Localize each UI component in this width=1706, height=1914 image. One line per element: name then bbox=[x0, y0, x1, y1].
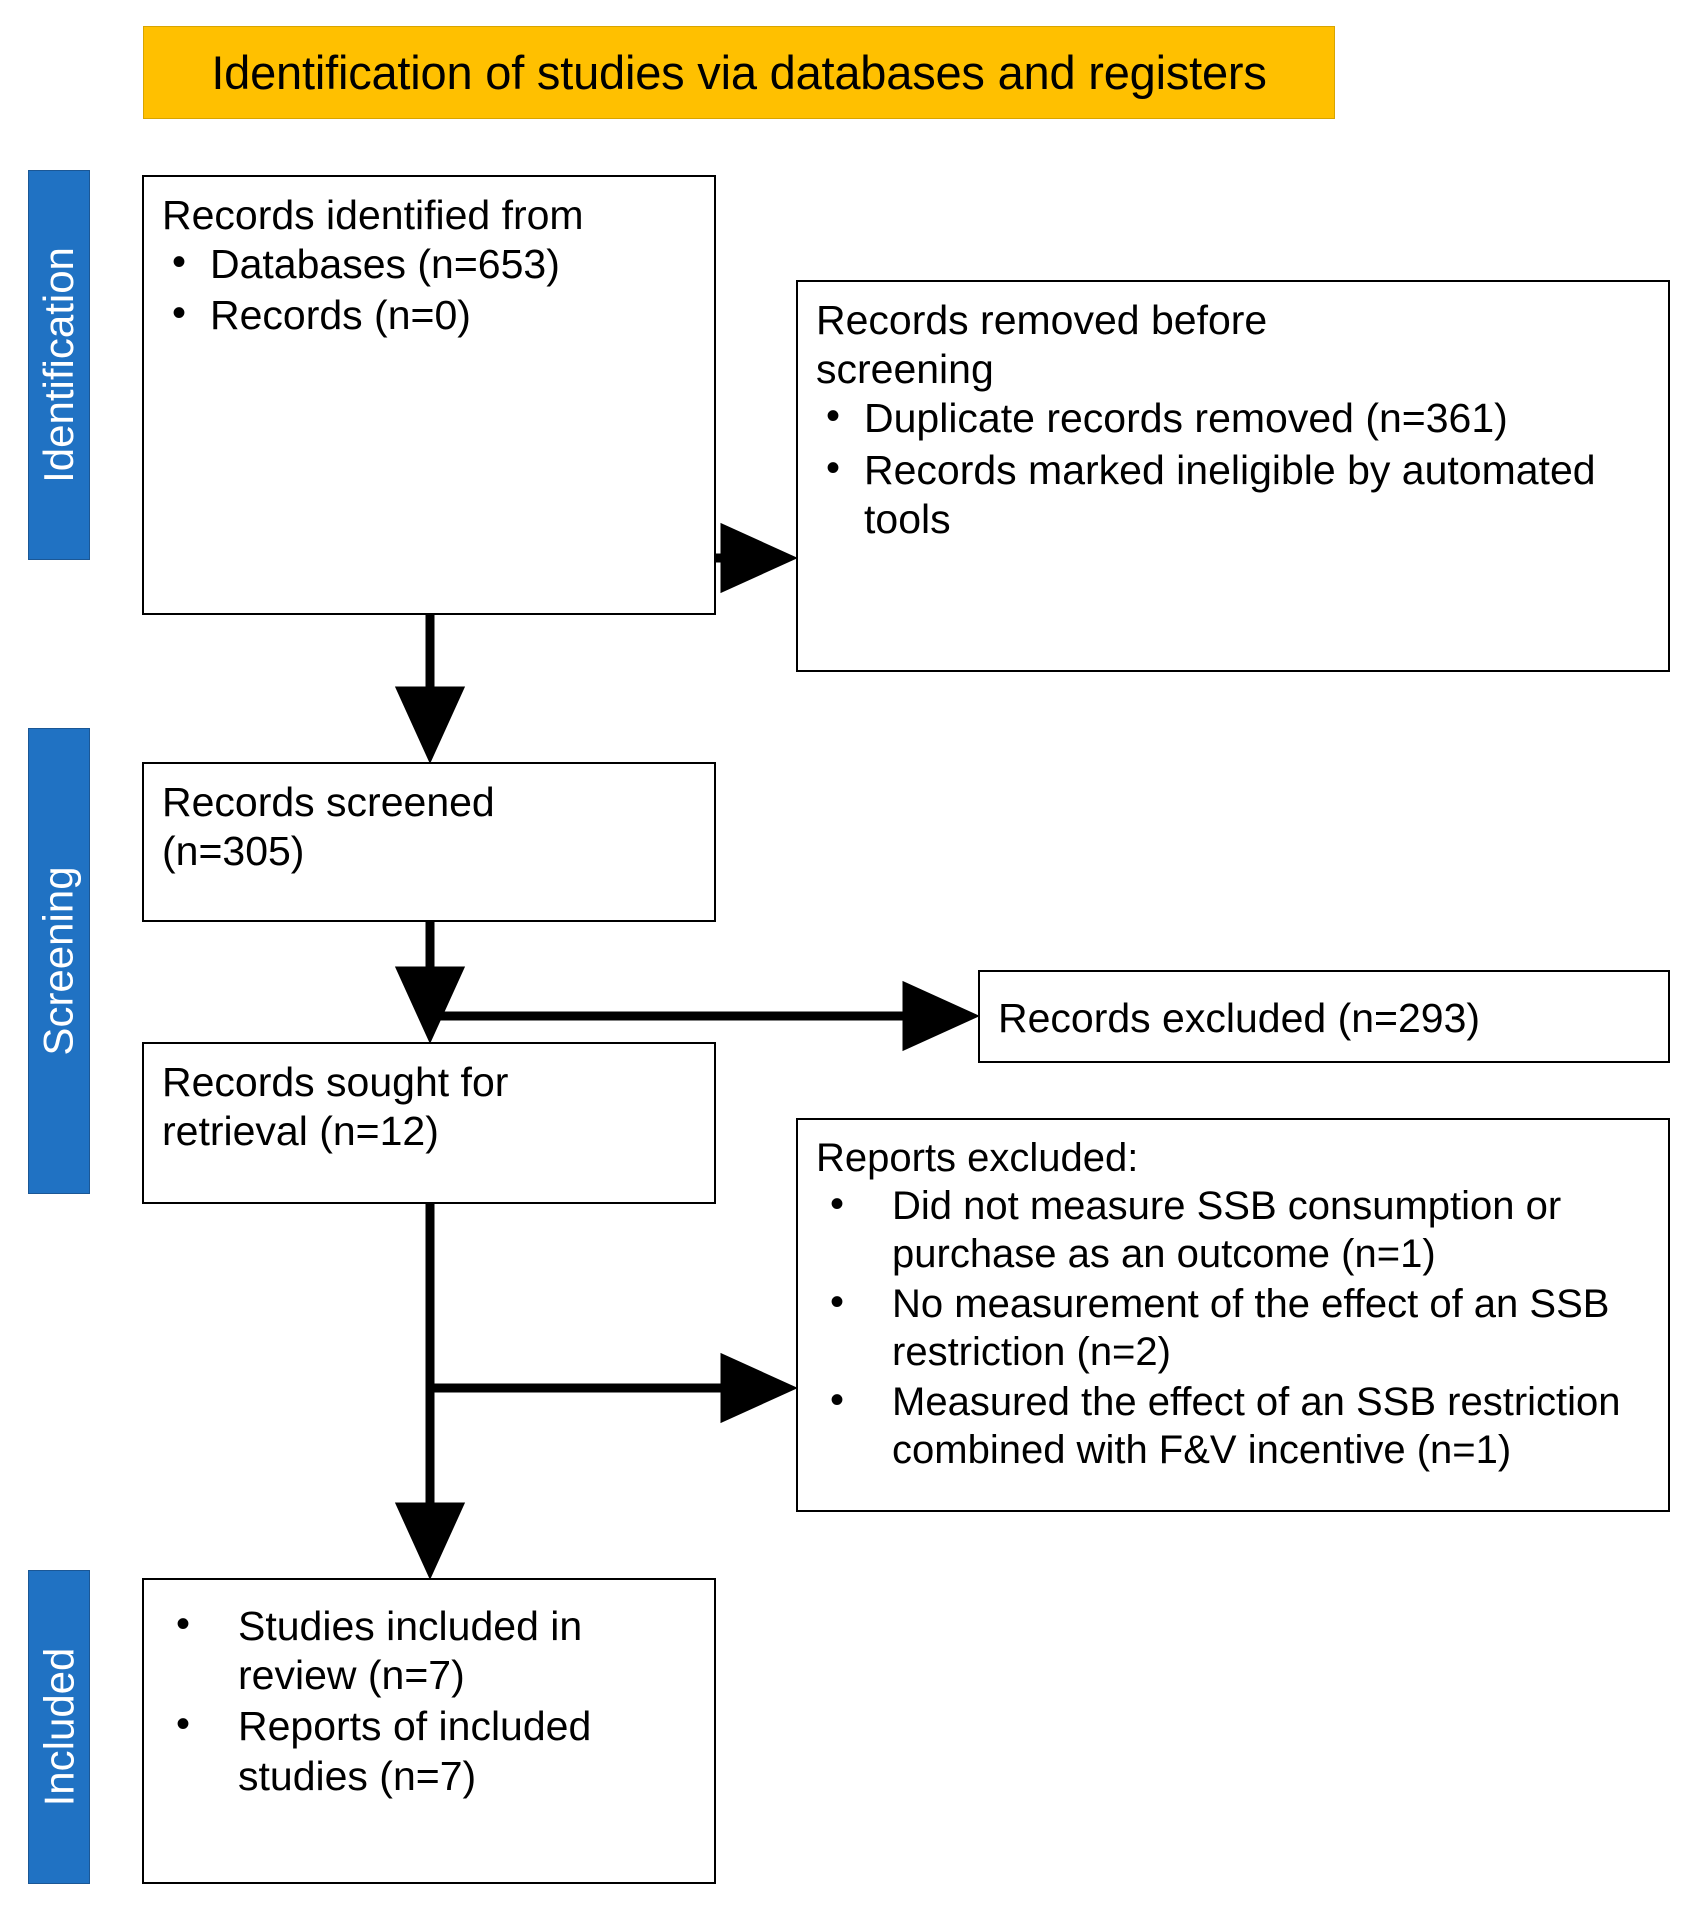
reports-excluded-item-1: No measurement of the effect of an SSB r… bbox=[892, 1282, 1610, 1374]
box-reports-excluded: Reports excluded: Did not measure SSB co… bbox=[796, 1118, 1670, 1512]
stage-label-screening: Screening bbox=[35, 866, 82, 1056]
box-records-removed: Records removed before screening Duplica… bbox=[796, 280, 1670, 672]
list-item: Records (n=0) bbox=[162, 289, 696, 340]
list-item: Reports of included studies (n=7) bbox=[162, 1700, 696, 1800]
records-removed-item-0: Duplicate records removed (n=361) bbox=[864, 395, 1508, 442]
records-sought-line2: retrieval (n=12) bbox=[162, 1108, 439, 1155]
studies-included-item-1: Reports of included studies (n=7) bbox=[238, 1703, 592, 1799]
records-identified-title: Records identified from bbox=[162, 192, 584, 238]
records-removed-item-1: Records marked ineligible by automated t… bbox=[864, 446, 1596, 542]
records-identified-item-1: Records (n=0) bbox=[210, 292, 471, 339]
list-item: No measurement of the effect of an SSB r… bbox=[816, 1278, 1650, 1376]
records-screened-line2: (n=305) bbox=[162, 828, 305, 875]
stage-bar-included: Included bbox=[28, 1570, 90, 1884]
stage-bar-screening: Screening bbox=[28, 728, 90, 1194]
records-screened-line1: Records screened bbox=[162, 779, 495, 825]
diagram-title-banner: Identification of studies via databases … bbox=[143, 26, 1335, 119]
records-removed-title-line2: screening bbox=[816, 346, 994, 393]
stage-bar-identification: Identification bbox=[28, 170, 90, 560]
reports-excluded-item-0: Did not measure SSB consumption or purch… bbox=[892, 1184, 1562, 1276]
reports-excluded-list: Did not measure SSB consumption or purch… bbox=[816, 1180, 1650, 1474]
stage-label-identification: Identification bbox=[35, 247, 83, 483]
box-records-identified: Records identified from Databases (n=653… bbox=[142, 175, 716, 615]
box-records-screened: Records screened (n=305) bbox=[142, 762, 716, 922]
studies-included-list: Studies included in review (n=7) Reports… bbox=[162, 1600, 696, 1801]
diagram-title-text: Identification of studies via databases … bbox=[211, 45, 1267, 99]
box-records-sought: Records sought for retrieval (n=12) bbox=[142, 1042, 716, 1204]
studies-included-item-0: Studies included in review (n=7) bbox=[238, 1603, 583, 1699]
list-item: Duplicate records removed (n=361) bbox=[816, 392, 1650, 443]
stage-label-included: Included bbox=[35, 1647, 83, 1807]
list-item: Databases (n=653) bbox=[162, 238, 696, 289]
reports-excluded-item-2: Measured the effect of an SSB restrictio… bbox=[892, 1380, 1621, 1472]
reports-excluded-title: Reports excluded: bbox=[816, 1136, 1139, 1180]
records-identified-item-0: Databases (n=653) bbox=[210, 241, 560, 288]
list-item: Did not measure SSB consumption or purch… bbox=[816, 1180, 1650, 1278]
list-item: Measured the effect of an SSB restrictio… bbox=[816, 1376, 1650, 1474]
box-studies-included: Studies included in review (n=7) Reports… bbox=[142, 1578, 716, 1884]
records-removed-list: Duplicate records removed (n=361) Record… bbox=[816, 392, 1650, 544]
list-item: Studies included in review (n=7) bbox=[162, 1600, 696, 1700]
box-records-excluded: Records excluded (n=293) bbox=[978, 970, 1670, 1063]
records-identified-list: Databases (n=653) Records (n=0) bbox=[162, 238, 696, 340]
records-removed-title-line1: Records removed before bbox=[816, 297, 1268, 343]
records-excluded-label: Records excluded (n=293) bbox=[998, 994, 1481, 1041]
list-item: Records marked ineligible by automated t… bbox=[816, 444, 1650, 544]
records-sought-line1: Records sought for bbox=[162, 1059, 509, 1105]
